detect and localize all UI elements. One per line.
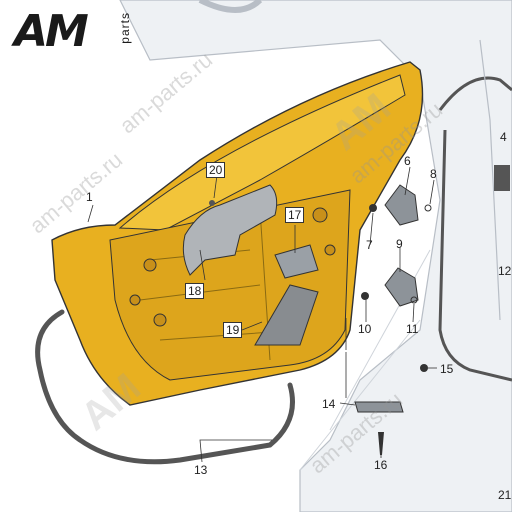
callout-9: 9: [396, 237, 403, 251]
callout-7: 7: [366, 238, 373, 252]
callout-18: 18: [185, 283, 205, 299]
door-hole: [129, 294, 141, 306]
bolt-10: [361, 292, 369, 300]
latch-part-4: [494, 165, 510, 191]
foam-pad-18: [182, 184, 278, 276]
callout-8: 8: [430, 167, 437, 181]
bolt-15: [420, 364, 428, 372]
leader-lines: [87, 166, 437, 463]
door-hole: [153, 313, 167, 327]
hinge-upper-6: [384, 184, 419, 226]
hinge-lower-9: [384, 267, 419, 307]
callout-21: 21: [498, 488, 512, 502]
callout-19: 19: [223, 322, 243, 338]
door-hole: [312, 207, 328, 223]
bolt-16: [378, 432, 384, 455]
callout-6: 6: [404, 154, 411, 168]
door-opening-seal: [438, 76, 512, 382]
callout-12: 12: [498, 264, 512, 278]
car-body-panel: [119, 0, 512, 513]
roof-pillar: [198, 0, 263, 13]
washer-8: [424, 204, 432, 212]
callout-10: 10: [358, 322, 372, 336]
callout-13: 13: [194, 463, 208, 477]
check-strap-14: [354, 401, 404, 413]
washer-11: [410, 296, 418, 304]
logo-parts-text: parts: [118, 12, 132, 44]
bracket-17: [274, 244, 319, 279]
callout-14: 14: [322, 397, 336, 411]
callout-17: 17: [285, 207, 305, 223]
callout-15: 15: [440, 362, 454, 376]
callout-4: 4: [500, 130, 507, 144]
door-hole: [143, 258, 157, 272]
callout-1: 1: [86, 190, 93, 204]
b-pillar-edge: [479, 39, 501, 321]
bolt-7: [369, 204, 377, 212]
door-hole: [324, 244, 336, 256]
callout-11: 11: [406, 322, 419, 336]
foam-pad-19: [254, 284, 319, 346]
door-seal-13: [35, 309, 295, 465]
door-window-frame: [118, 74, 406, 231]
brand-logo: AM parts: [14, 8, 144, 56]
callout-20: 20: [206, 162, 226, 178]
callout-16: 16: [374, 458, 388, 472]
plug-20: [209, 200, 215, 206]
logo-am-text: AM: [14, 6, 89, 57]
